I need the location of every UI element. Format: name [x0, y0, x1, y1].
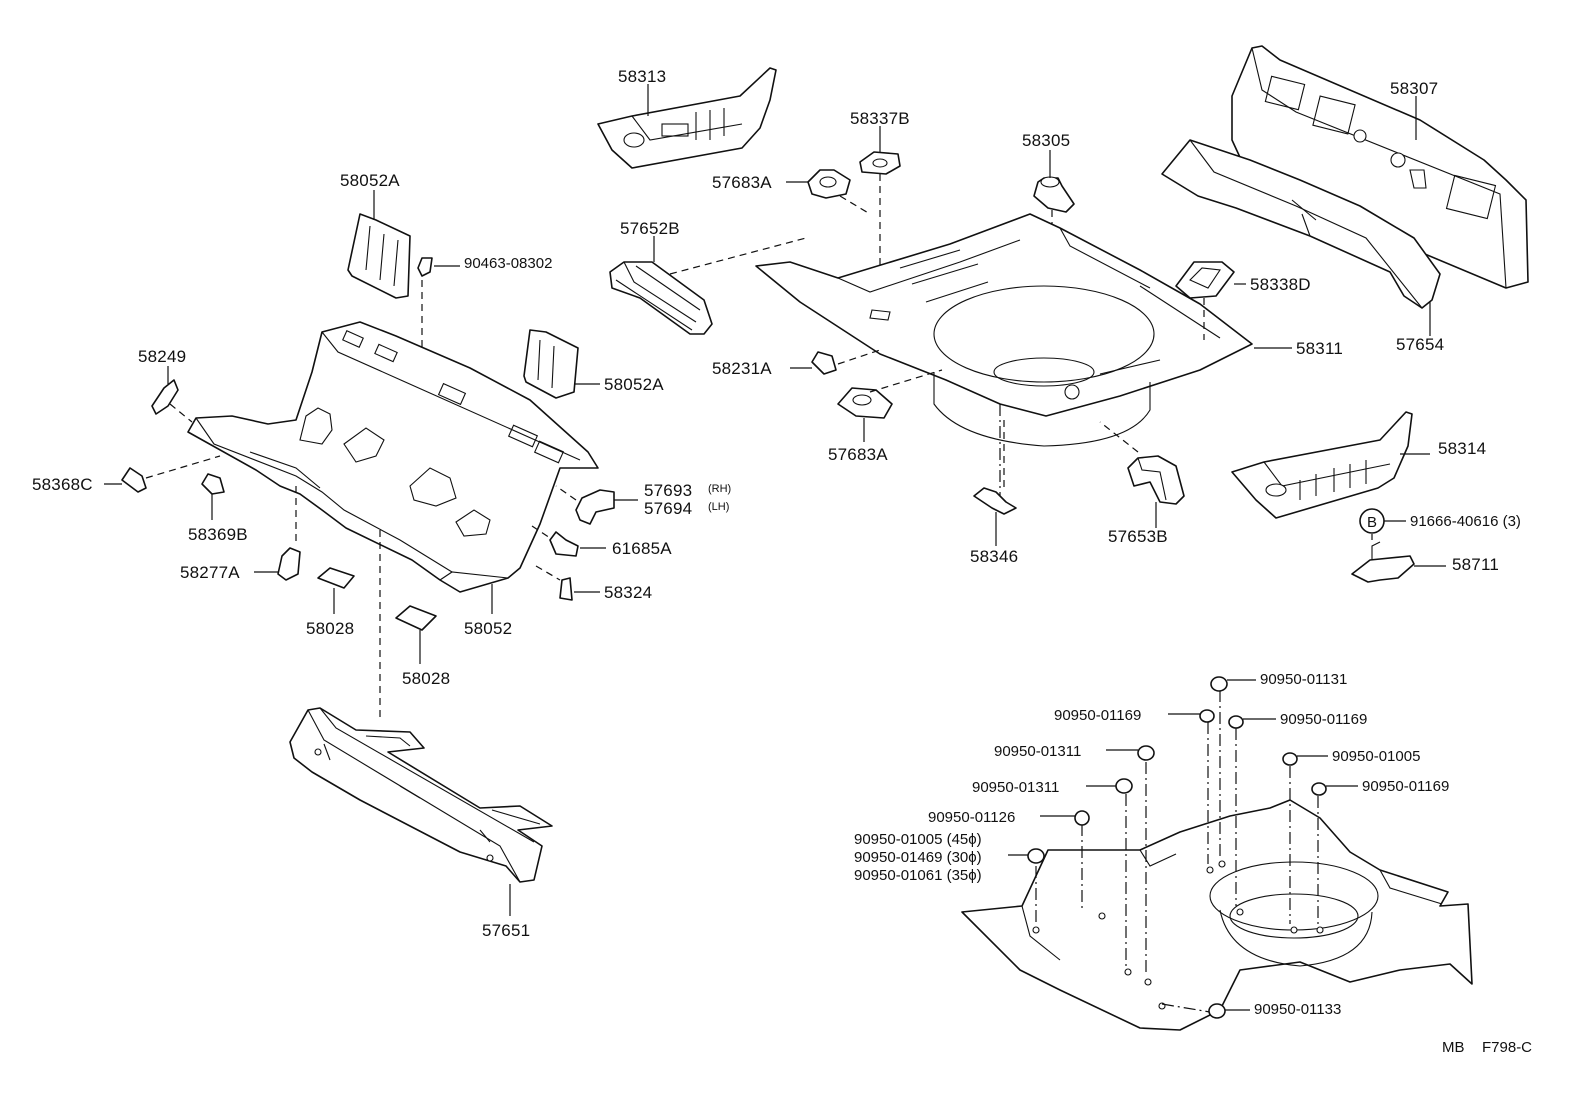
label-58311: 58311	[1296, 339, 1343, 358]
label-58028-a: 58028	[306, 619, 354, 638]
label-57693-side: (RH)	[708, 483, 731, 495]
label-61685A: 61685A	[612, 539, 672, 558]
label-57683A-top: 57683A	[712, 173, 772, 192]
plug-01126	[1074, 810, 1090, 826]
part-57653B	[1127, 455, 1185, 505]
label-58277A: 58277A	[180, 563, 240, 582]
label-plug-01131: 90950-01131	[1260, 671, 1347, 688]
plug-01005-01469-01061	[1027, 848, 1045, 864]
part-58369B	[201, 473, 225, 495]
part-61685A	[549, 531, 579, 557]
label-57694: 57694	[644, 499, 692, 518]
part-58313	[597, 67, 777, 169]
figure-code-right: F798-C	[1482, 1039, 1532, 1056]
callout-labels: 58313 58337B 57683A 58305 58307 58052A 9…	[32, 67, 1532, 1056]
label-plug-01169-c: 90950-01169	[1362, 778, 1449, 795]
label-57653B: 57653B	[1108, 527, 1168, 546]
plug-01169-b	[1228, 715, 1244, 729]
label-57651: 57651	[482, 921, 530, 940]
plugs	[1027, 676, 1327, 1019]
plug-01169-a	[1199, 709, 1215, 723]
label-58338D: 58338D	[1250, 275, 1311, 294]
label-58231A: 58231A	[712, 359, 772, 378]
part-57683A-top	[807, 169, 851, 199]
part-57651	[289, 707, 553, 883]
label-58028-b: 58028	[402, 669, 450, 688]
part-57693-57694	[575, 489, 615, 525]
label-plug-01169-b: 90950-01169	[1280, 711, 1367, 728]
label-57693: 57693	[644, 481, 692, 500]
label-58313: 58313	[618, 67, 666, 86]
label-58337B: 58337B	[850, 109, 910, 128]
label-91666-40616: 91666-40616 (3)	[1410, 513, 1521, 530]
label-57694-side: (LH)	[708, 501, 729, 513]
part-floor-plug-view	[961, 799, 1473, 1031]
plug-01133	[1208, 1003, 1226, 1019]
bolt-marker-b: B	[1359, 508, 1385, 534]
part-57654	[1161, 139, 1441, 309]
part-58368C	[121, 467, 147, 493]
plug-01311-b	[1115, 778, 1133, 794]
figure-code-left: MB	[1442, 1039, 1465, 1056]
plug-01005	[1282, 752, 1298, 766]
label-plug-01126: 90950-01126	[928, 809, 1015, 826]
plug-01311-a	[1137, 745, 1155, 761]
plug-01169-c	[1311, 782, 1327, 796]
label-58346: 58346	[970, 547, 1018, 566]
part-58324	[559, 577, 573, 601]
label-58052A-top: 58052A	[340, 171, 400, 190]
part-58249	[151, 379, 179, 415]
label-plug-01005: 90950-01005	[1332, 748, 1420, 765]
part-57683A-bottom	[837, 387, 893, 419]
label-58307: 58307	[1390, 79, 1438, 98]
label-58052A-mid: 58052A	[604, 375, 664, 394]
part-58028-b	[395, 605, 437, 631]
part-58305	[1033, 176, 1075, 213]
part-58711	[1351, 541, 1415, 583]
part-58346	[973, 487, 1017, 515]
label-plug-01311-b: 90950-01311	[972, 779, 1059, 796]
label-58368C: 58368C	[32, 475, 93, 494]
part-58028-a	[317, 567, 355, 589]
part-58338D	[1175, 261, 1235, 299]
part-58307	[1231, 45, 1529, 289]
label-58324: 58324	[604, 583, 652, 602]
part-58052A-top	[347, 213, 411, 299]
part-58314	[1231, 411, 1413, 519]
part-58277A	[277, 547, 301, 581]
label-plug-01005-45: 90950-01005 (45ϕ)	[854, 831, 982, 848]
label-57683A-bottom: 57683A	[828, 445, 888, 464]
label-plug-01133: 90950-01133	[1254, 1001, 1341, 1018]
plug-01131	[1210, 676, 1228, 692]
part-58052	[187, 321, 599, 593]
label-57654: 57654	[1396, 335, 1444, 354]
label-58305: 58305	[1022, 131, 1070, 150]
label-58369B: 58369B	[188, 525, 248, 544]
label-58711: 58711	[1452, 555, 1499, 574]
label-90463-08302: 90463-08302	[464, 255, 552, 272]
part-90463-08302	[417, 257, 433, 277]
part-58337B	[859, 151, 901, 175]
part-58052A-mid	[523, 329, 579, 399]
label-plug-01061-35: 90950-01061 (35ϕ)	[854, 867, 982, 884]
label-plug-01469-30: 90950-01469 (30ϕ)	[854, 849, 982, 866]
bolt-marker-letter: B	[1367, 514, 1377, 531]
label-plug-01169-a: 90950-01169	[1054, 707, 1141, 724]
label-58249: 58249	[138, 347, 186, 366]
label-plug-01311-a: 90950-01311	[994, 743, 1081, 760]
part-57652B	[609, 261, 713, 335]
label-58052: 58052	[464, 619, 512, 638]
label-58314: 58314	[1438, 439, 1486, 458]
part-58311	[755, 213, 1253, 447]
label-57652B: 57652B	[620, 219, 680, 238]
part-58231A	[811, 351, 837, 375]
